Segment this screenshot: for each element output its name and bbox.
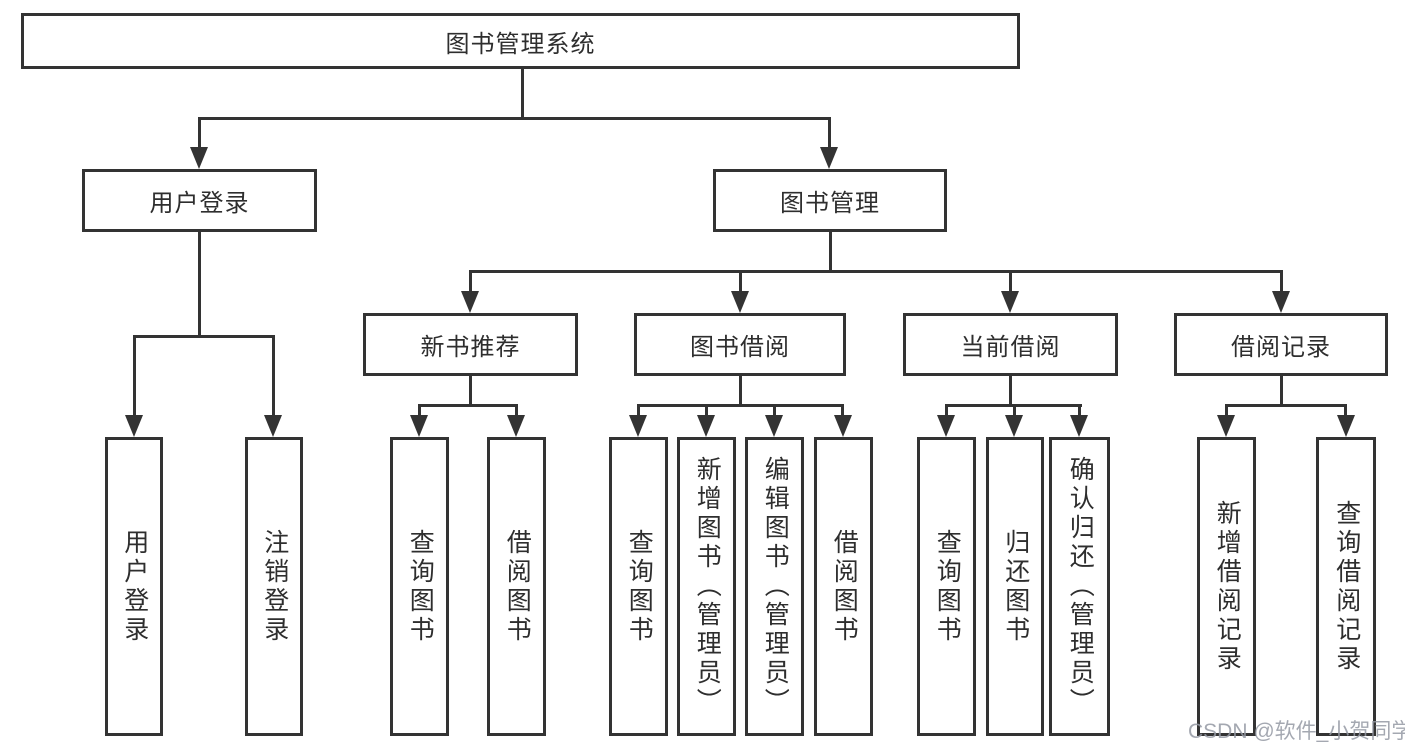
node-borrowing-records: 借阅记录 [1174,313,1388,376]
arrowhead-down-icon [1005,415,1023,437]
leaf-confirm-return-admin: 确认归还（管理员） [1049,437,1110,736]
arrowhead-down-icon [125,415,143,437]
node-new-book-recommendation: 新书推荐 [363,313,578,376]
arrowhead-down-icon [937,415,955,437]
connector-line [1344,404,1347,416]
arrowhead-down-icon [697,415,715,437]
connector-line [133,335,275,338]
node-current-borrowing: 当前借阅 [903,313,1118,376]
leaf-return-books: 归还图书 [986,437,1044,736]
connector-line [1280,270,1283,292]
connector-line [637,404,844,407]
connector-line [841,404,844,416]
connector-line [418,404,518,407]
leaf-edit-books-admin: 编辑图书（管理员） [745,437,804,736]
leaf-borrow-books-borrowing: 借阅图书 [814,437,873,736]
arrowhead-down-icon [507,415,525,437]
arrowhead-down-icon [820,147,838,169]
arrowhead-down-icon [461,291,479,313]
connector-line [637,404,640,416]
connector-line [705,404,708,416]
connector-line [469,270,1283,273]
connector-line [739,373,742,406]
leaf-add-books-admin: 新增图书（管理员） [677,437,736,736]
arrowhead-down-icon [731,291,749,313]
connector-line [945,404,948,416]
connector-line [133,335,136,416]
connector-line [198,230,201,337]
connector-line [739,270,742,292]
leaf-user-login: 用户登录 [105,437,163,736]
node-book-management: 图书管理 [713,169,947,232]
connector-line [1009,373,1012,406]
arrowhead-down-icon [765,415,783,437]
leaf-logout: 注销登录 [245,437,303,736]
arrowhead-down-icon [1217,415,1235,437]
leaf-query-borrow-record: 查询借阅记录 [1316,437,1376,736]
connector-line [1009,270,1012,292]
connector-line [469,270,472,292]
node-book-borrowing: 图书借阅 [634,313,846,376]
arrowhead-down-icon [629,415,647,437]
node-user-login: 用户登录 [82,169,317,232]
leaf-borrow-books-recommend: 借阅图书 [487,437,546,736]
arrowhead-down-icon [1070,415,1088,437]
csdn-watermark: CSDN @软件_小贺同学 [1188,720,1405,743]
leaf-add-borrow-record: 新增借阅记录 [1197,437,1256,736]
arrowhead-down-icon [190,147,208,169]
connector-line [469,373,472,406]
connector-line [828,117,831,148]
arrowhead-down-icon [264,415,282,437]
connector-line [1225,404,1347,407]
connector-line [198,117,831,120]
connector-line [773,404,776,416]
leaf-query-books-recommend: 查询图书 [390,437,449,736]
connector-line [515,404,518,416]
node-library-management-system: 图书管理系统 [21,13,1020,69]
connector-line [521,69,524,119]
arrowhead-down-icon [1001,291,1019,313]
connector-line [1013,404,1016,416]
leaf-query-books-current: 查询图书 [917,437,976,736]
connector-line [1225,404,1228,416]
connector-line [198,117,201,148]
arrowhead-down-icon [1337,415,1355,437]
leaf-query-books-borrowing: 查询图书 [609,437,668,736]
connector-line [1078,404,1081,416]
arrowhead-down-icon [1272,291,1290,313]
arrowhead-down-icon [834,415,852,437]
connector-line [418,404,421,416]
connector-line [272,335,275,416]
arrowhead-down-icon [410,415,428,437]
connector-line [829,230,832,272]
connector-line [1280,373,1283,406]
